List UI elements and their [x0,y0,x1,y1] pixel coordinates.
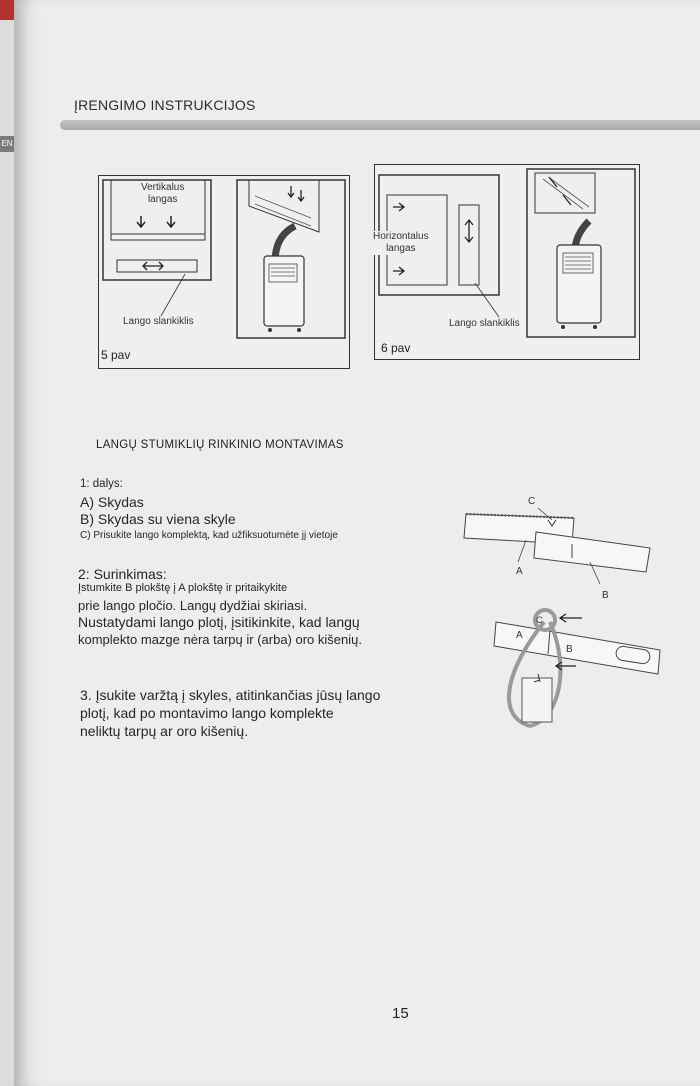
part-c-label: C [528,496,536,507]
figure-5-caption: 5 pav [101,348,131,362]
horizontal-window-label: Horizontalus langas [373,231,429,255]
step2-line2: prie lango pločio. Langų dydžiai skirias… [78,598,308,613]
part-b-label: B [602,590,609,601]
horizontal-window-illustration [378,168,636,338]
vertical-window-illustration [102,179,346,339]
window-slider-label-5: Lango slankiklis [123,316,194,327]
step2-heading: 2: Surinkimas: [78,566,167,582]
header-rule [60,120,700,130]
step2-line3: Nustatydami lango plotį, įsitikinkite, k… [78,614,360,630]
panel-parts-diagram [463,507,651,585]
page-number: 15 [392,1005,409,1022]
assembly-c-label: C [536,615,543,625]
figure-6-caption: 6 pav [381,341,411,355]
part-a-label: A [516,566,523,577]
window-slider-label-6: Lango slankiklis [449,318,520,329]
step1-item-c: C) Prisukite lango komplektą, kad užfiks… [80,530,338,541]
adjacent-page-edge [0,20,16,1086]
step3-line2: plotį, kad po montavimo lango komplekte [80,705,334,721]
assembly-b-label: B [566,644,573,655]
step2-line1: Įstumkite B plokštę į A plokštę ir prita… [78,582,288,594]
step3-line3: neliktų tarpų ar oro kišenių. [80,723,249,739]
step3-line1: 3. Įsukite varžtą į skyles, atitinkančia… [80,687,381,703]
step2-line4: komplekto mazge nėra tarpų ir (arba) oro… [78,632,362,647]
step1-item-a: A) Skydas [80,494,144,510]
step1-heading: 1: dalys: [80,478,123,490]
page-header-title: ĮRENGIMO INSTRUKCIJOS [74,97,256,113]
figure-6: Horizontalus langas Lango slankiklis 6 p… [373,164,640,360]
language-tab: EN [0,136,14,152]
step1-item-b: B) Skydas su viena skyle [80,511,236,527]
assembly-diagram [493,608,661,729]
manual-page: ĮRENGIMO INSTRUKCIJOS Vertikalus langas [14,0,700,1086]
figure-5: Vertikalus langas Lango slankiklis 5 pav [98,175,350,369]
assembly-a-label: A [516,630,523,641]
vertical-window-label: Vertikalus langas [141,182,185,205]
section-title: LANGŲ STUMIKLIŲ RINKINIO MONTAVIMAS [96,439,344,451]
